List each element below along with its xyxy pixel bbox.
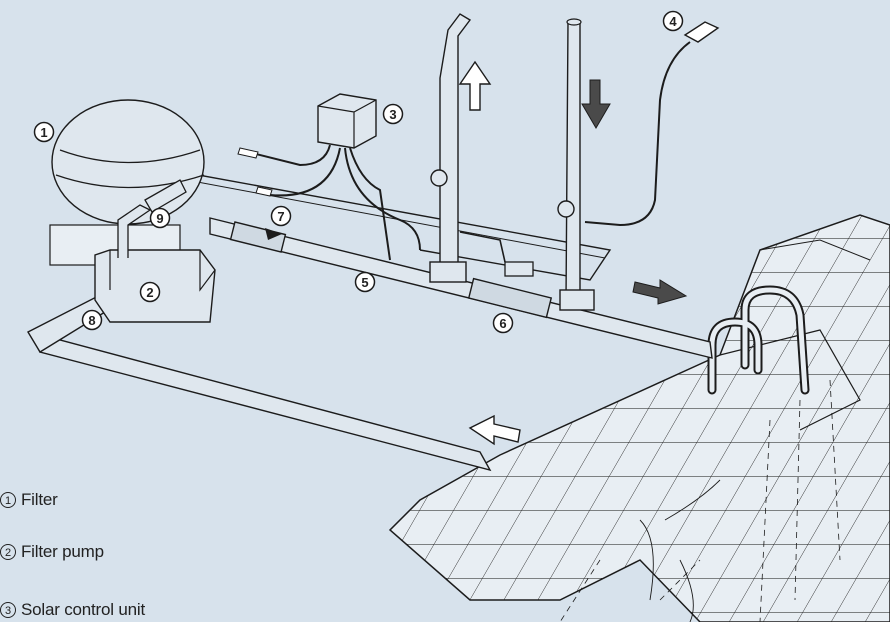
svg-text:9: 9 xyxy=(156,211,163,226)
callout-9: 9 xyxy=(149,207,171,229)
flow-right-arrow-icon xyxy=(632,279,688,305)
flow-up-arrow-icon xyxy=(458,60,492,111)
svg-text:2: 2 xyxy=(146,285,153,300)
pool-deck xyxy=(388,214,890,622)
callout-1: 1 xyxy=(33,121,55,143)
callout-5: 5 xyxy=(354,271,376,293)
legend-number: 3 xyxy=(0,602,16,618)
callout-4: 4 xyxy=(662,10,684,32)
legend-label: Filter xyxy=(21,490,58,509)
flow-meter xyxy=(229,221,287,253)
valve-right xyxy=(557,200,575,218)
flow-left-arrow-icon xyxy=(468,414,521,446)
temperature-sensor xyxy=(584,21,720,227)
main-pipe xyxy=(209,217,713,359)
return-pipe xyxy=(27,289,492,472)
svg-text:7: 7 xyxy=(277,209,284,224)
flow-down-arrow-icon xyxy=(581,79,611,129)
callout-3: 3 xyxy=(382,103,404,125)
valve-left xyxy=(430,169,448,187)
valve-actuator xyxy=(504,261,534,277)
svg-text:6: 6 xyxy=(499,316,506,331)
svg-text:4: 4 xyxy=(669,14,677,29)
check-valve xyxy=(467,277,553,319)
callout-2: 2 xyxy=(139,281,161,303)
solar-control-unit xyxy=(237,93,421,261)
callout-6: 6 xyxy=(492,312,514,334)
svg-text:3: 3 xyxy=(389,107,396,122)
svg-text:1: 1 xyxy=(40,125,47,140)
legend-label: Filter pump xyxy=(21,542,104,561)
svg-text:8: 8 xyxy=(88,313,95,328)
callout-8: 8 xyxy=(81,309,103,331)
legend-item-solar-control-unit: 3 Solar control unit xyxy=(0,600,145,620)
solar-riser-pipes xyxy=(429,13,595,311)
callout-7: 7 xyxy=(270,205,292,227)
legend-number: 1 xyxy=(0,492,16,508)
legend-item-filter-pump: 2 Filter pump xyxy=(0,542,104,562)
legend-label: Solar control unit xyxy=(21,600,145,619)
legend-number: 2 xyxy=(0,544,16,560)
svg-text:5: 5 xyxy=(361,275,368,290)
legend-item-filter: 1 Filter xyxy=(0,490,58,510)
